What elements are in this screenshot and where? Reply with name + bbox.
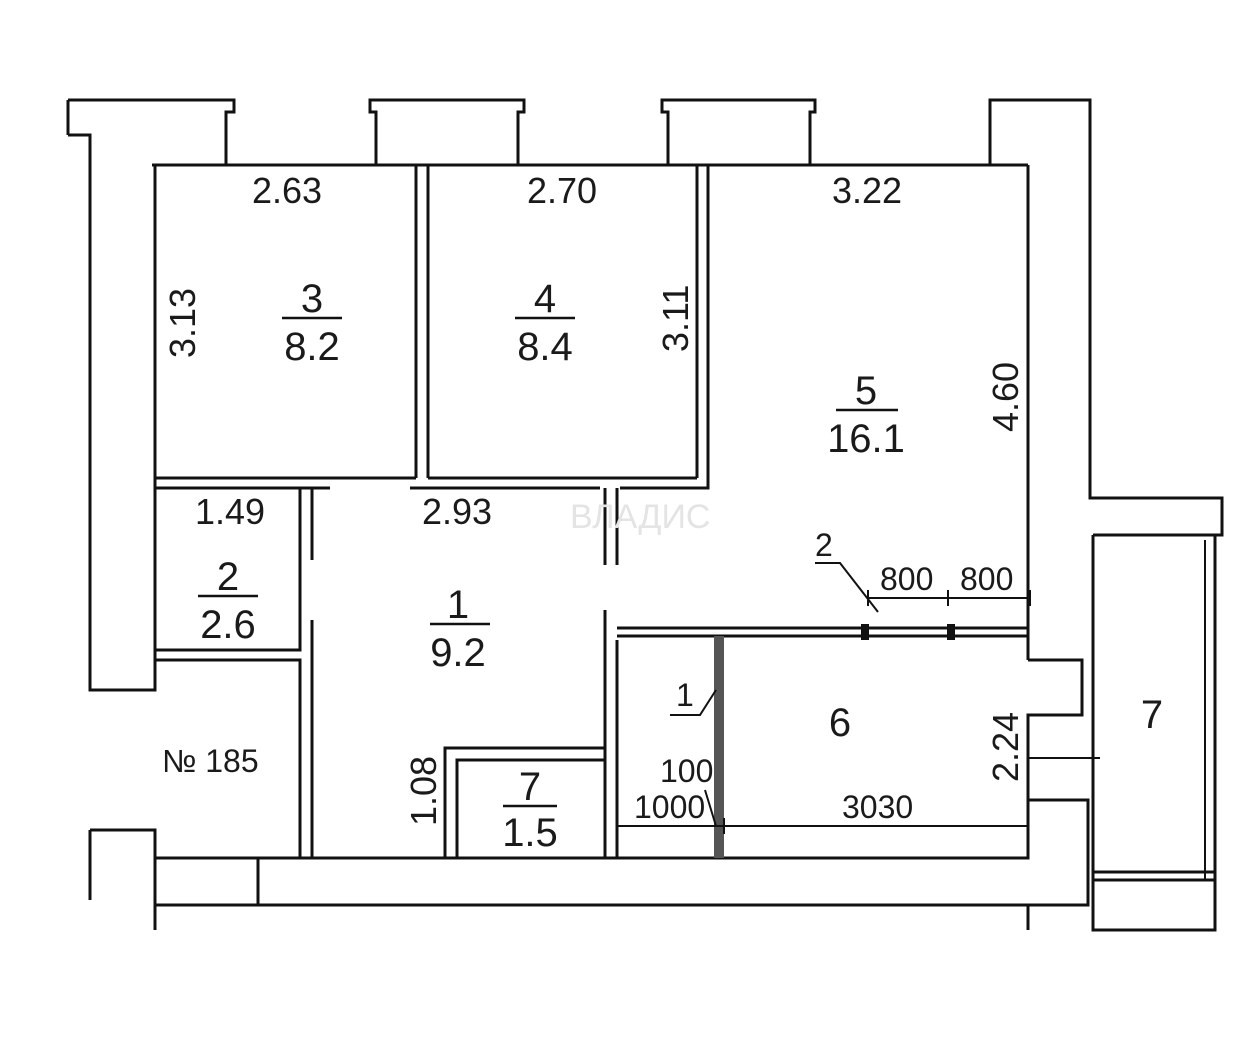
dim-passage-width: 1000 xyxy=(634,789,705,825)
dim-room3-height: 3.13 xyxy=(162,288,203,358)
room6-number: 6 xyxy=(829,701,851,745)
callout-door: 2 xyxy=(815,527,833,563)
loggia-outline xyxy=(1091,535,1217,932)
outer-wall-right xyxy=(1026,165,1090,930)
dim-room7-height: 1.08 xyxy=(403,756,444,826)
leader-100 xyxy=(704,789,717,827)
dimension-line-room6 xyxy=(616,818,1029,834)
wall-room7 xyxy=(443,740,607,858)
dim-room5-height: 4.60 xyxy=(985,362,1026,432)
dim-wall-thickness: 100 xyxy=(660,753,713,789)
wall-3-4 xyxy=(414,165,430,478)
loggia-number: 7 xyxy=(1141,693,1163,737)
wall-hall-left xyxy=(258,700,314,860)
room4-area: 8.4 xyxy=(517,325,573,369)
wall-hall-right xyxy=(603,488,619,858)
room4-number: 4 xyxy=(534,277,556,321)
room7-area: 1.5 xyxy=(502,811,558,855)
room2-number: 2 xyxy=(217,555,239,599)
loggia-ticks xyxy=(1028,540,1206,880)
room1-area: 9.2 xyxy=(430,631,486,675)
room2-area: 2.6 xyxy=(200,603,256,647)
room3-number: 3 xyxy=(301,277,323,321)
dim-room4-width: 2.70 xyxy=(527,170,597,211)
apartment-number: № 185 xyxy=(162,743,259,779)
door-jamb-right xyxy=(947,624,955,640)
watermark: ВЛАДИС xyxy=(570,498,710,536)
room7-number: 7 xyxy=(519,765,541,809)
callout-partition: 1 xyxy=(676,677,694,713)
callout-leader-2 xyxy=(815,562,879,613)
room3-area: 8.2 xyxy=(284,325,340,369)
room5-area: 16.1 xyxy=(827,417,905,461)
dim-room6-width: 3030 xyxy=(842,789,913,825)
dim-room2-width: 1.49 xyxy=(195,491,265,532)
dim-room5-width: 3.22 xyxy=(832,170,902,211)
wall-bedrooms-hall xyxy=(155,476,710,490)
callout-leader-1 xyxy=(670,689,717,716)
wall-room5-room6 xyxy=(617,626,1028,638)
door-opening xyxy=(868,627,948,637)
hatched-partition xyxy=(714,636,724,858)
door-jamb-left xyxy=(861,624,869,640)
room5-number: 5 xyxy=(855,369,877,413)
dim-room3-width: 2.63 xyxy=(252,170,322,211)
dim-opening-b: 800 xyxy=(960,561,1013,597)
dim-opening-a: 800 xyxy=(880,561,933,597)
outer-wall-left xyxy=(66,100,157,692)
dim-room6-height: 2.24 xyxy=(985,712,1026,782)
room1-number: 1 xyxy=(447,583,469,627)
dim-room4-height: 3.11 xyxy=(655,285,696,352)
wall-room2 xyxy=(153,488,314,700)
entry-stub xyxy=(88,828,258,930)
wall-4-5 xyxy=(695,165,710,478)
dim-hall-width: 2.93 xyxy=(422,491,492,532)
